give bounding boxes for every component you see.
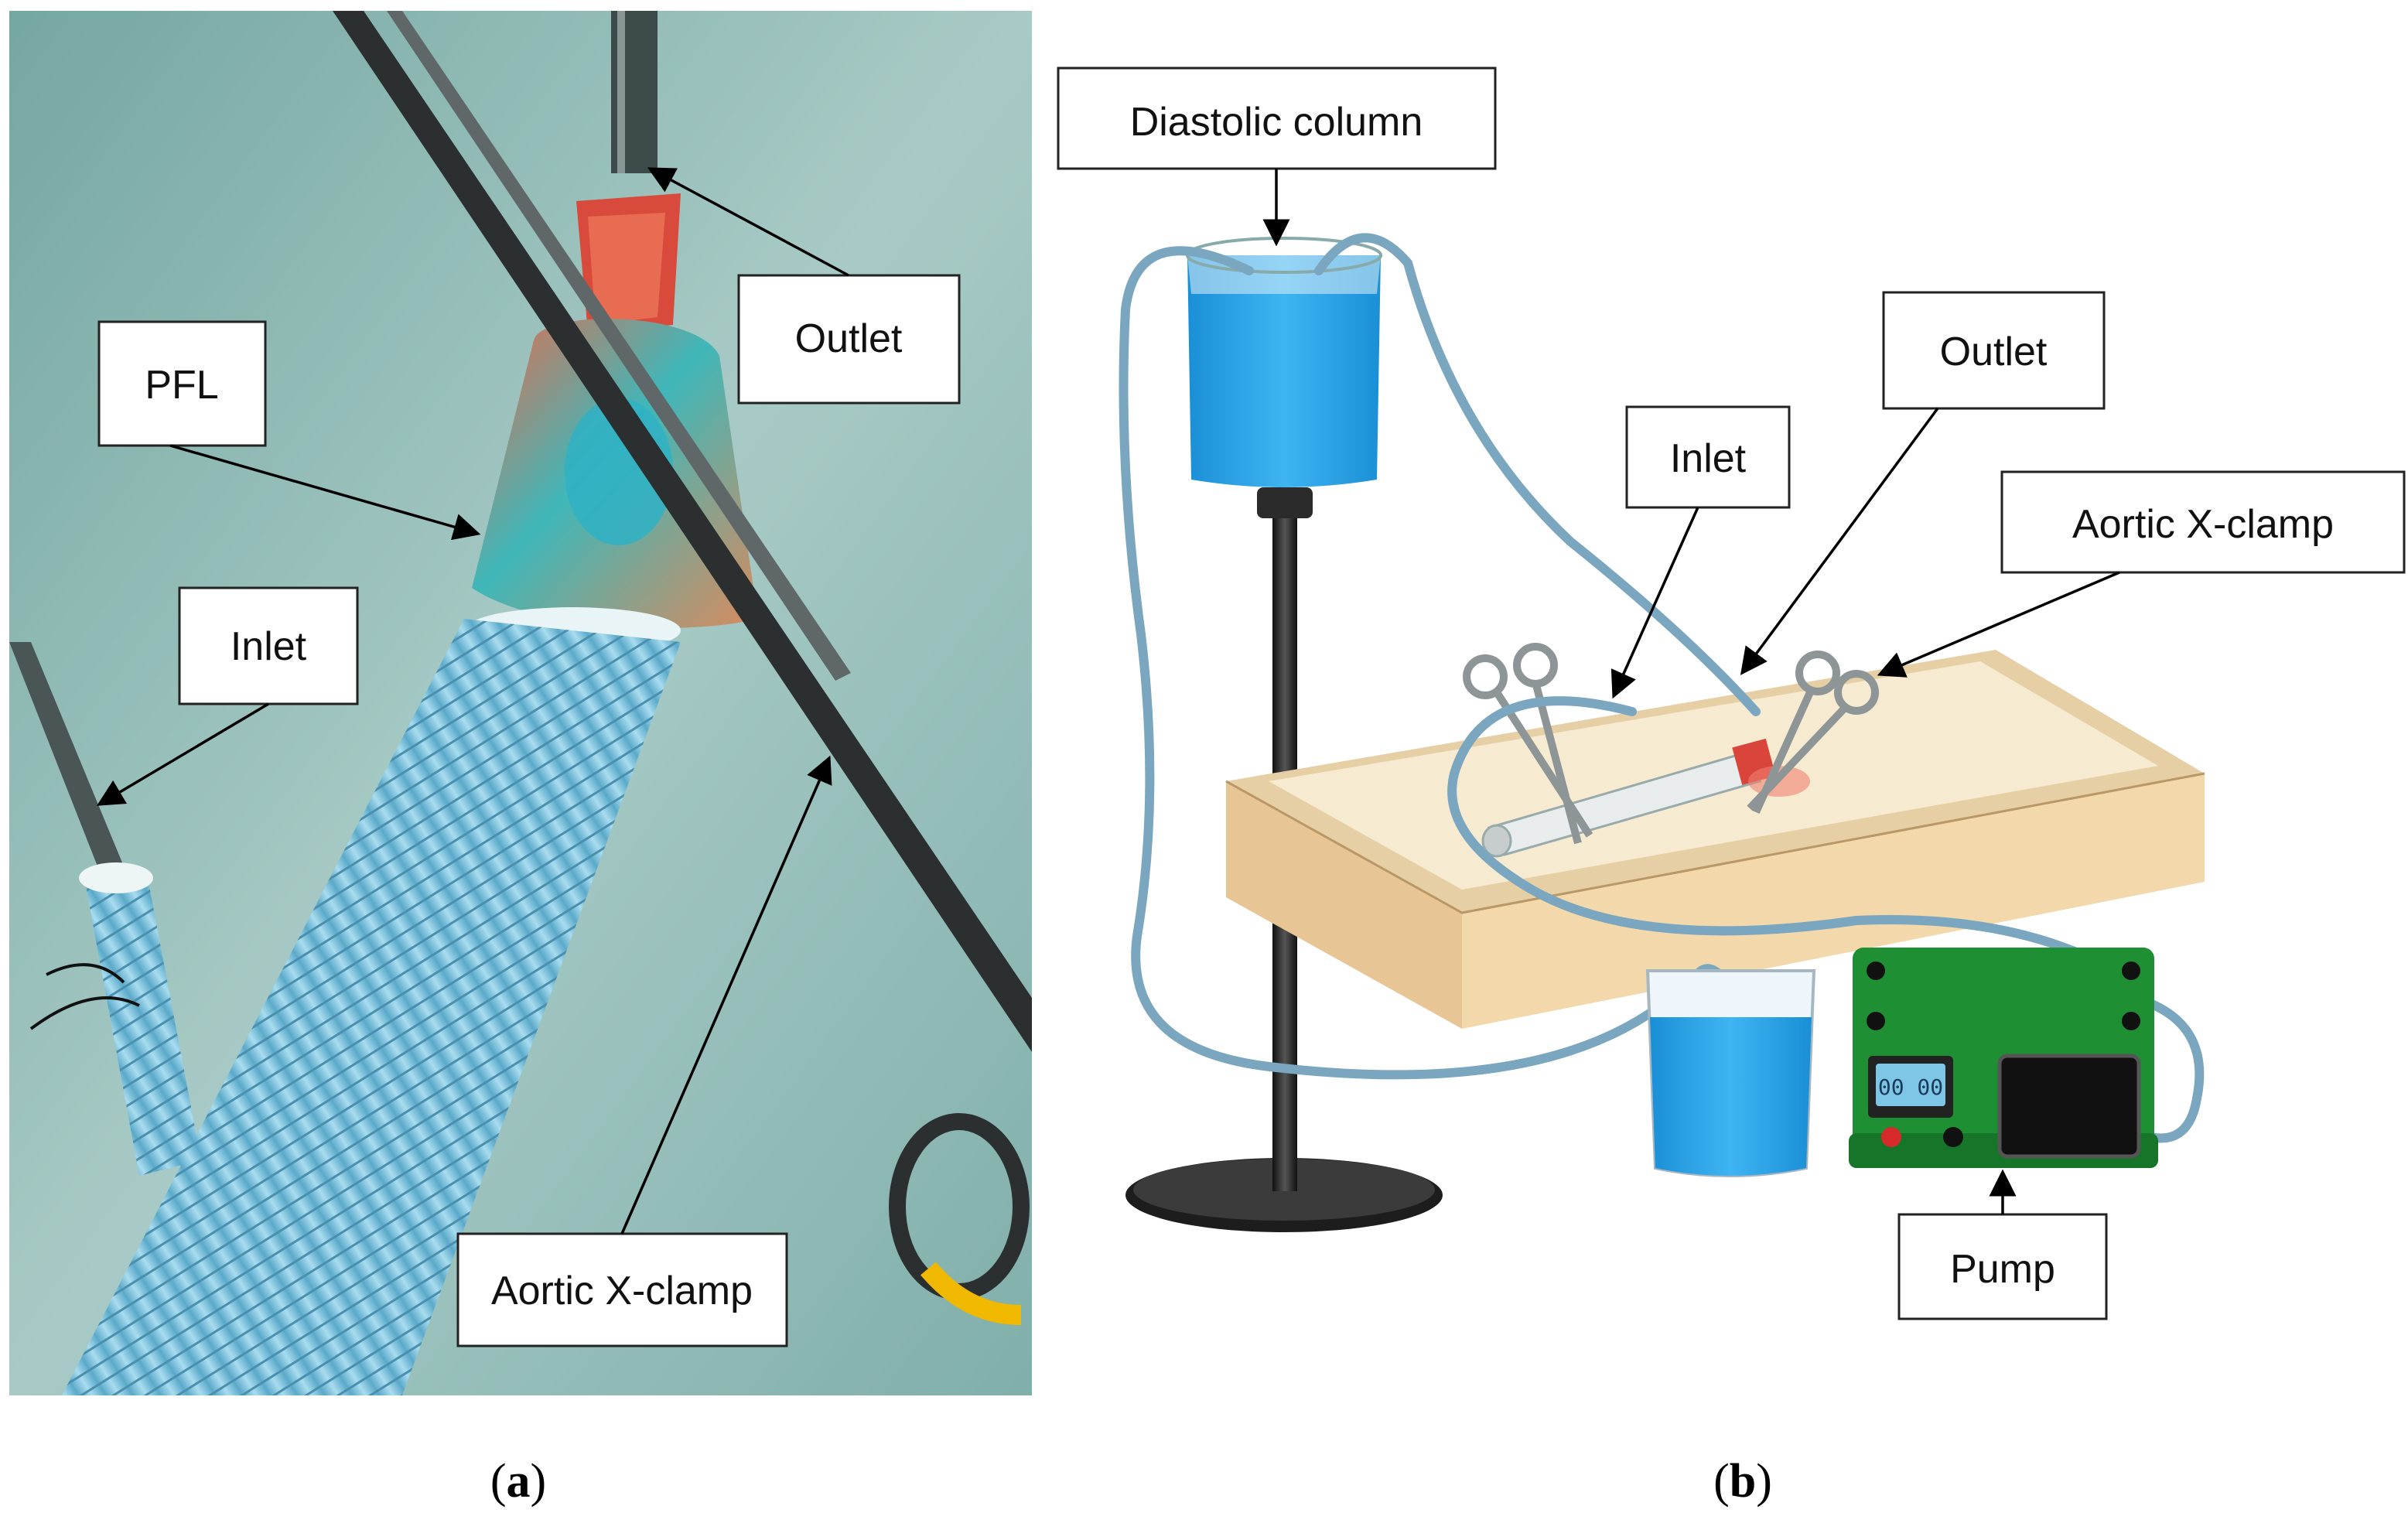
pump-knob [1943, 1127, 1963, 1147]
label-b-diastolic-column: Diastolic column [1130, 100, 1423, 145]
blue-graft [62, 619, 681, 1395]
diastolic-reservoir [1187, 255, 1381, 487]
pump-window [1997, 1054, 2141, 1159]
label-a-aortic-clamp: Aortic X-clamp [491, 1269, 753, 1313]
clamp-photo [333, 11, 1032, 1052]
panel-a-photo [9, 11, 1032, 1395]
caption-b: (b) [1713, 1455, 1772, 1508]
clamp-left-icon [1463, 643, 1593, 845]
caption-b-letter: b [1730, 1455, 1756, 1508]
tray-front [1226, 781, 1462, 1029]
tray-side [1462, 774, 2205, 1029]
label-b-pump: Pump [1950, 1247, 2055, 1292]
panel-b-illustration: 00 00 [1119, 233, 2205, 1232]
label-a-pfl: PFL [145, 363, 218, 408]
pump-unit: 00 00 [1849, 948, 2158, 1168]
panel-b-labels: Diastolic column Outlet Inlet Aortic X-c… [1057, 67, 2406, 1320]
label-a-inlet: Inlet [231, 624, 307, 669]
pump-display: 00 00 [1878, 1074, 1943, 1100]
label-a-outlet: Outlet [795, 316, 903, 361]
caption-a: (a) [490, 1455, 546, 1508]
label-b-outlet: Outlet [1940, 330, 2048, 374]
pump-power-button [1881, 1127, 1901, 1147]
inlet-tube [85, 874, 201, 1176]
inlet-rod [9, 642, 124, 874]
caption-a-letter: a [507, 1455, 531, 1508]
label-b-aortic-clamp: Aortic X-clamp [2072, 502, 2334, 547]
label-b-inlet: Inlet [1670, 436, 1747, 481]
panel-a-labels: Outlet PFL Inlet Aortic X-clamp [96, 167, 961, 1347]
clamp-right-icon [1747, 651, 1879, 815]
